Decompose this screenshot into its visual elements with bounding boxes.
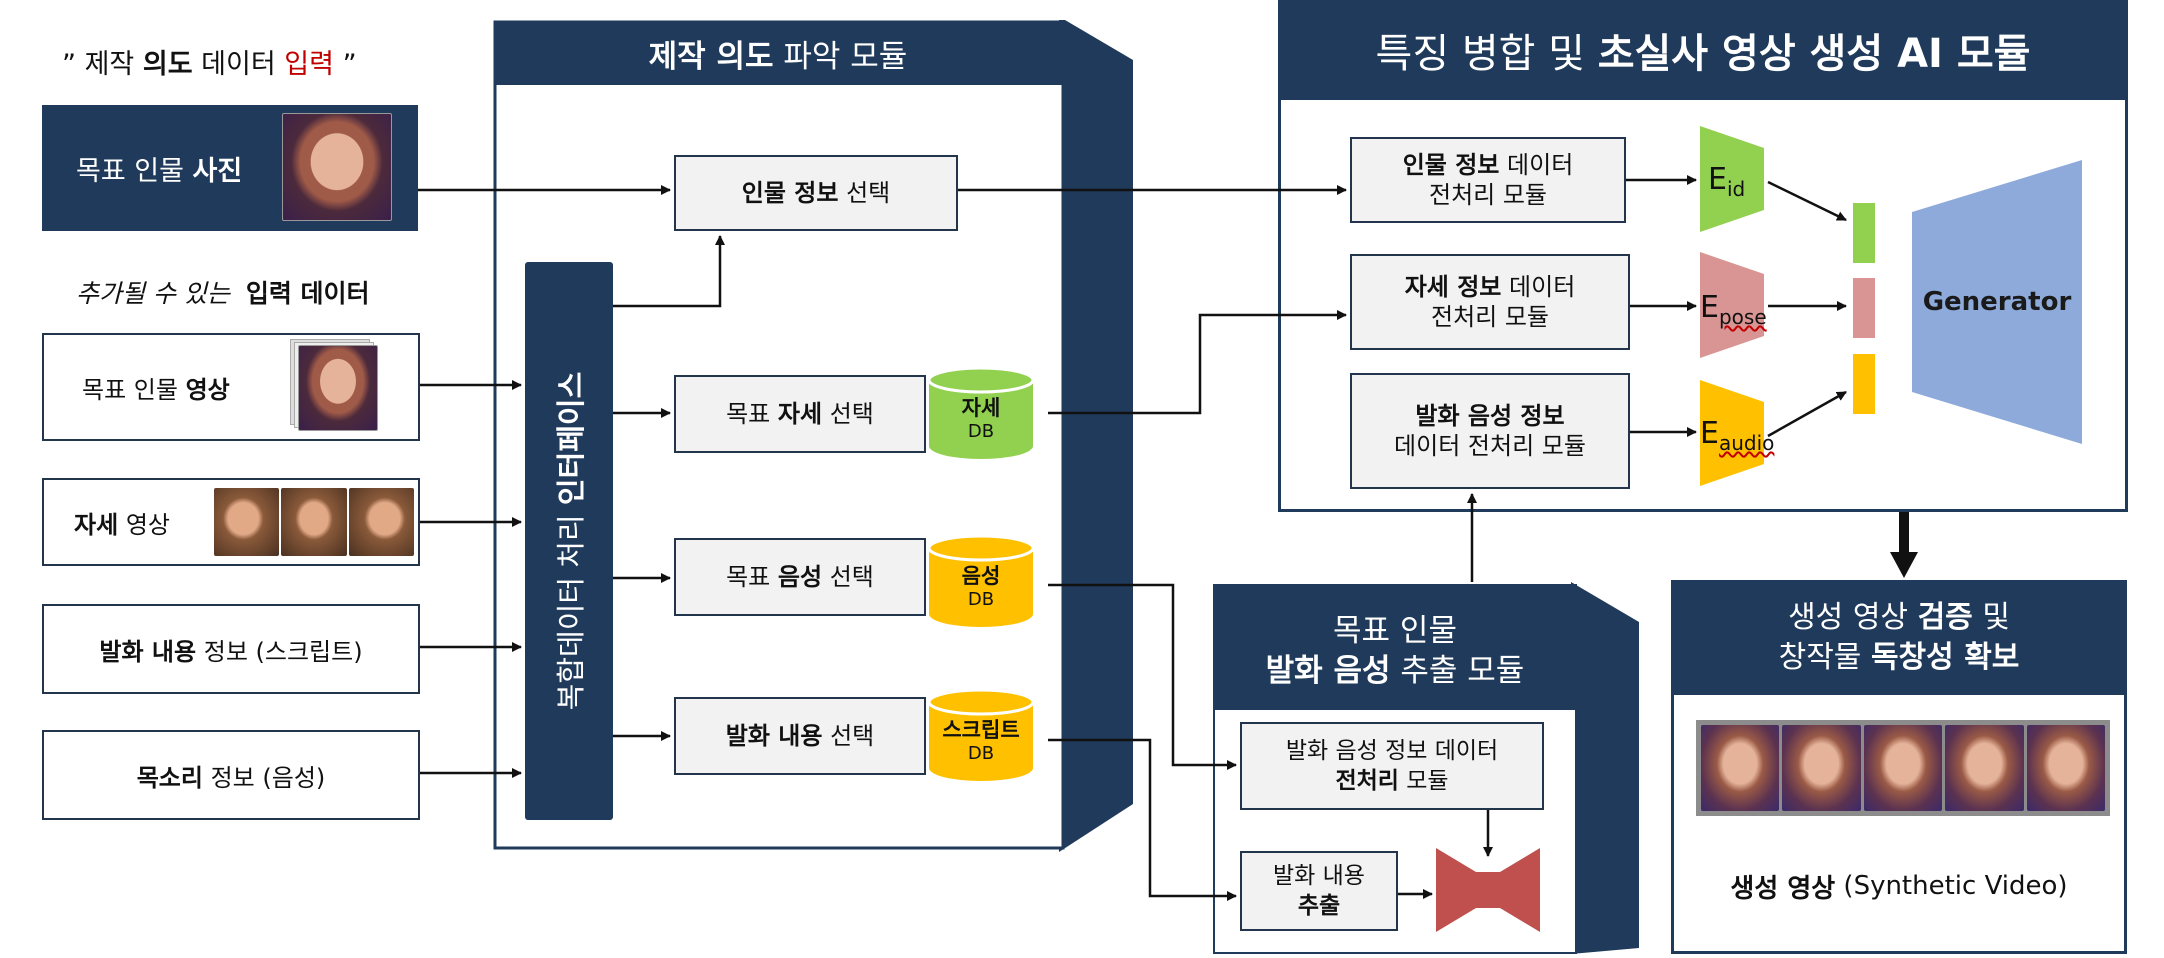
encoder-id-label: Eid bbox=[1708, 162, 1746, 201]
voice-db-icon bbox=[927, 534, 1035, 627]
script-input[interactable]: 발화 내용 정보 (스크립트) bbox=[42, 604, 420, 694]
script-db-icon bbox=[927, 688, 1035, 781]
generator-shape bbox=[1912, 160, 2082, 444]
select-target-voice[interactable]: 목표 음성 선택 bbox=[674, 538, 926, 616]
encoder-id-shape bbox=[1700, 126, 1764, 232]
extract-module-title: 목표 인물 발화 음성 추출 모듈 bbox=[1265, 613, 1525, 689]
audio-feature-bar bbox=[1853, 354, 1875, 414]
pose-db-icon bbox=[927, 366, 1035, 459]
extractor-hourglass-icon bbox=[1436, 848, 1540, 932]
encoder-audio-shape bbox=[1700, 380, 1764, 486]
audio-preprocess-module[interactable]: 발화 음성 정보 데이터 전처리 모듈 bbox=[1350, 373, 1630, 489]
select-person-info[interactable]: 인물 정보 선택 bbox=[674, 155, 958, 231]
target-video-input[interactable]: 목표 인물 영상 bbox=[42, 333, 420, 441]
target-photo-input[interactable]: 목표 인물 사진 bbox=[42, 105, 418, 231]
synthetic-video-strip bbox=[1696, 720, 2110, 816]
select-target-pose[interactable]: 목표 자세 선택 bbox=[674, 375, 926, 453]
synthetic-video-caption: 생성 영상 (Synthetic Video) bbox=[1730, 871, 2068, 904]
select-script[interactable]: 발화 내용 선택 bbox=[674, 697, 926, 775]
video-frames-thumbnail bbox=[290, 339, 378, 433]
speech-content-extract[interactable]: 발화 내용 추출 bbox=[1240, 851, 1398, 931]
encoder-audio-label: Eaudio bbox=[1700, 416, 1775, 455]
verify-module-title: 생성 영상 검증 및 창작물 독창성 확보 bbox=[1671, 580, 2127, 695]
audio-data-preprocess[interactable]: 발화 음성 정보 데이터 전처리 모듈 bbox=[1240, 722, 1544, 810]
encoder-pose-shape bbox=[1700, 252, 1764, 358]
extra-input-label: 추가될 수 있는 입력 데이터 bbox=[76, 279, 370, 308]
pose-preprocess-module[interactable]: 자세 정보 데이터 전처리 모듈 bbox=[1350, 254, 1630, 350]
pose-feature-bar bbox=[1853, 278, 1875, 338]
pose-video-input[interactable]: 자세 영상 bbox=[42, 478, 420, 566]
intent-module-title: 제작 의도 파악 모듈 bbox=[648, 39, 908, 75]
person-photo-thumbnail bbox=[282, 113, 392, 221]
id-feature-bar bbox=[1853, 203, 1875, 263]
intent-input-title: ” 제작 의도 데이터 입력 ” bbox=[62, 49, 357, 80]
generator-label: Generator bbox=[1922, 287, 2072, 317]
person-preprocess-module[interactable]: 인물 정보 데이터 전처리 모듈 bbox=[1350, 137, 1626, 223]
fusion-module-title: 특징 병합 및 초실사 영상 생성 AI 모듈 bbox=[1278, 0, 2128, 100]
multi-data-interface[interactable]: 복합데이터 처리 인터페이스 bbox=[525, 262, 613, 820]
voice-input[interactable]: 목소리 정보 (음성) bbox=[42, 730, 420, 820]
pose-frames-thumbnail bbox=[214, 488, 414, 556]
encoder-pose-label: Epose bbox=[1700, 290, 1767, 329]
